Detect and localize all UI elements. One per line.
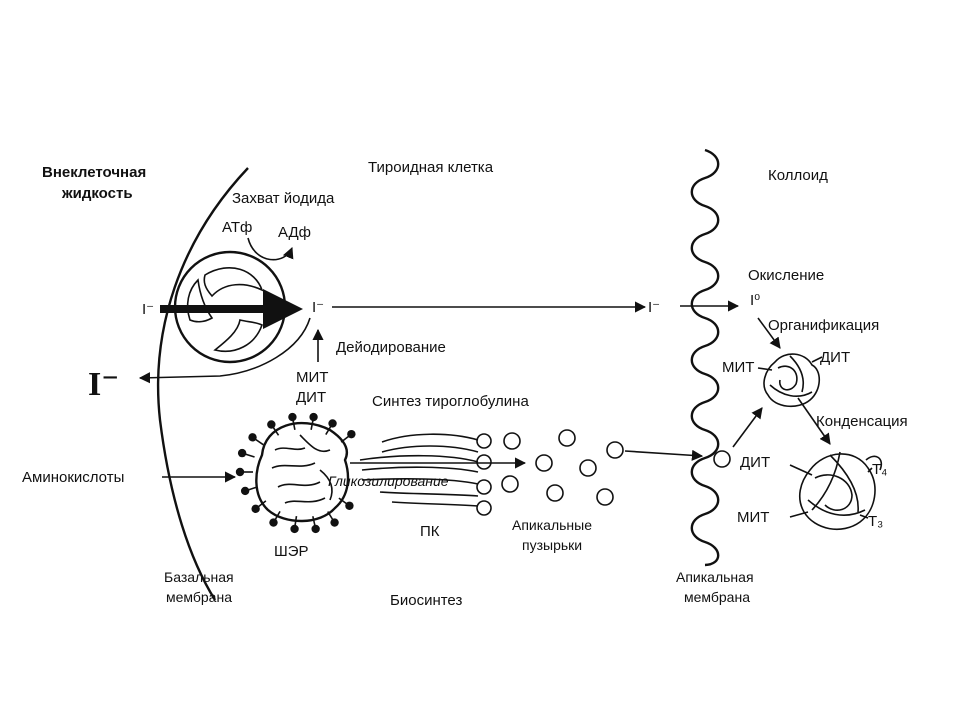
colloid-label: Коллоид bbox=[768, 167, 828, 184]
extracellular-label: Внеклеточная bbox=[42, 164, 146, 181]
iodide-efflux-loop bbox=[138, 317, 311, 384]
ribosome-stalk bbox=[257, 500, 267, 508]
iodinated-thyroglobulin bbox=[757, 353, 823, 408]
iodide-colloid-label: I⁻ bbox=[648, 299, 660, 316]
ribosome bbox=[235, 467, 245, 477]
adp-label: АДф bbox=[278, 224, 311, 241]
ribosome bbox=[269, 518, 278, 527]
biosynthesis-label: Биосинтез bbox=[390, 592, 462, 609]
ribosome bbox=[347, 429, 356, 439]
golgi-complex bbox=[359, 433, 492, 516]
t4-label: T₄ bbox=[872, 461, 887, 478]
ribosome-stalk bbox=[340, 435, 350, 443]
dit-label: ДИТ bbox=[296, 389, 326, 406]
ribosome-stalk bbox=[310, 419, 314, 430]
ribosome-stalk bbox=[274, 510, 281, 521]
apical-vesicles bbox=[501, 429, 624, 506]
mit-colloid-label: МИТ bbox=[722, 359, 754, 376]
ribosome bbox=[288, 412, 297, 422]
ribosome bbox=[309, 412, 318, 422]
ribosome-stalk bbox=[325, 425, 332, 435]
iodide-cell-label: I⁻ bbox=[312, 299, 324, 316]
golgi-label: ПК bbox=[420, 523, 440, 540]
deiodination-label: Дейодирование bbox=[336, 339, 446, 356]
organification-label: Органификация bbox=[768, 317, 879, 334]
atp-adp-arrow bbox=[247, 237, 294, 261]
condensation-arrow bbox=[797, 397, 831, 445]
mit-label: МИТ bbox=[296, 369, 328, 386]
ribosome bbox=[330, 518, 339, 527]
ser-label: ШЭР bbox=[274, 543, 309, 560]
exocytosis-vesicle bbox=[713, 450, 731, 468]
dit-colloid-label: ДИТ bbox=[820, 349, 850, 366]
ribosome-stalk bbox=[247, 486, 258, 491]
t3-label: T₃ bbox=[868, 513, 883, 530]
fluid-label: жидкость bbox=[61, 185, 133, 202]
iodide-uptake-label: Захват йодида bbox=[232, 190, 335, 207]
basal-membrane-line bbox=[156, 167, 249, 601]
ribosome bbox=[345, 501, 354, 510]
ribosome bbox=[248, 433, 257, 442]
glycosylation-label: Гликозилирование bbox=[328, 473, 449, 489]
dit-lower-label: ДИТ bbox=[740, 454, 770, 471]
condensed-thyroglobulin bbox=[789, 451, 883, 530]
iodine-zero-label: I⁰ bbox=[750, 292, 760, 309]
ribosome-stalk bbox=[272, 426, 280, 436]
ribosome bbox=[267, 420, 276, 429]
apical-membrane-line bbox=[690, 148, 720, 567]
iodide-in-label: I⁻ bbox=[142, 301, 154, 318]
condensation-label: Конденсация bbox=[816, 413, 908, 430]
ribosome-stalk bbox=[292, 419, 296, 430]
ribosome-stalk bbox=[327, 511, 334, 521]
mit-lower-label: МИТ bbox=[737, 509, 769, 526]
thyroid-cell-label: Тироидная клетка bbox=[368, 159, 494, 176]
ribosome bbox=[251, 504, 260, 514]
ribosome bbox=[311, 524, 320, 534]
ribosomes bbox=[235, 412, 356, 534]
amino-acids-label: Аминокислоты bbox=[22, 469, 124, 486]
apical-membrane-label-2: мембрана bbox=[684, 589, 750, 605]
ribosome bbox=[328, 419, 337, 428]
rough-er bbox=[255, 422, 350, 523]
thyroglobulin-synthesis-label: Синтез тироглобулина bbox=[372, 393, 529, 410]
ribosome-stalk bbox=[294, 515, 298, 527]
basal-membrane-label-2: мембрана bbox=[166, 589, 232, 605]
apical-membrane-label-1: Апикальная bbox=[676, 569, 754, 585]
basal-membrane-label-1: Базальная bbox=[164, 569, 234, 585]
apical-vesicles-label-1: Апикальные bbox=[512, 517, 592, 533]
iodide-out-label: I⁻ bbox=[88, 366, 119, 403]
ribosome bbox=[290, 524, 299, 534]
ribosome-stalk bbox=[244, 453, 255, 458]
ribosome bbox=[240, 486, 250, 496]
ribosome-stalk bbox=[254, 438, 264, 446]
ribosome-stalk bbox=[338, 497, 348, 505]
ribosome bbox=[237, 448, 247, 458]
atp-label: АТф bbox=[222, 219, 252, 236]
oxidation-to-organification-arrow bbox=[757, 317, 781, 349]
exocytosis-arrow bbox=[624, 449, 704, 461]
oxidation-label: Окисление bbox=[748, 267, 824, 284]
ribosome-stalk bbox=[312, 516, 316, 527]
apical-vesicles-label-2: пузырьки bbox=[522, 537, 582, 553]
tg-to-iodinated-arrow bbox=[732, 407, 763, 448]
